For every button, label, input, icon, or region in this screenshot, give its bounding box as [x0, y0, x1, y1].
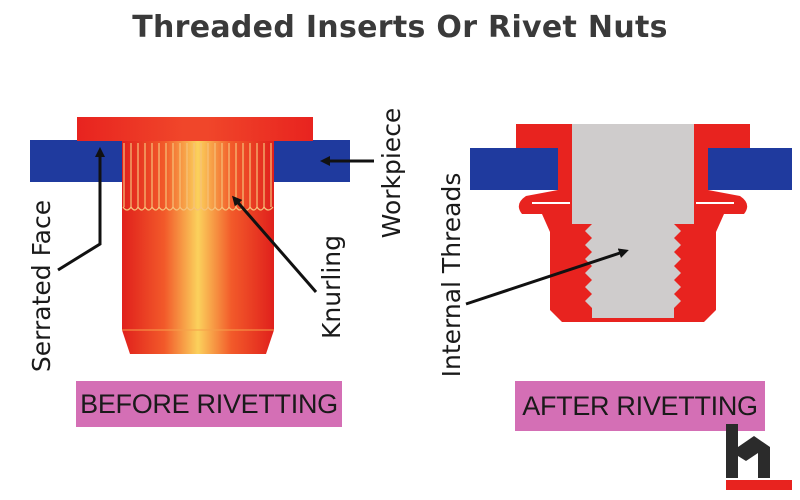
workpiece-plate-left-before	[30, 140, 126, 182]
serrated-face-arrow	[57, 147, 105, 272]
workpiece-plate-left-after	[470, 148, 558, 190]
knurling-arrow	[232, 195, 318, 293]
internal-threads-label: Internal Threads	[437, 173, 466, 378]
serrated-face-label: Serrated Face	[27, 200, 56, 372]
workpiece-plate-right-after	[708, 148, 792, 190]
diagram-title: Threaded Inserts Or Rivet Nuts	[132, 10, 668, 45]
before-rivetting-illustration: Serrated Face Knurling Workpiece	[27, 108, 406, 372]
caption-after-rivetting: AFTER RIVETTING	[522, 390, 758, 421]
rivet-nut-flange	[77, 117, 313, 141]
caption-after-background	[515, 381, 765, 431]
brand-logo	[726, 424, 792, 490]
after-rivetting-illustration: Internal Threads	[437, 124, 792, 377]
workpiece-label: Workpiece	[377, 108, 406, 239]
caption-before-rivetting: BEFORE RIVETTING	[80, 388, 338, 419]
internal-threads-arrow	[465, 248, 629, 306]
knurling-label: Knurling	[317, 235, 346, 339]
caption-before-background	[76, 381, 342, 427]
internal-thread-bore	[572, 124, 694, 318]
